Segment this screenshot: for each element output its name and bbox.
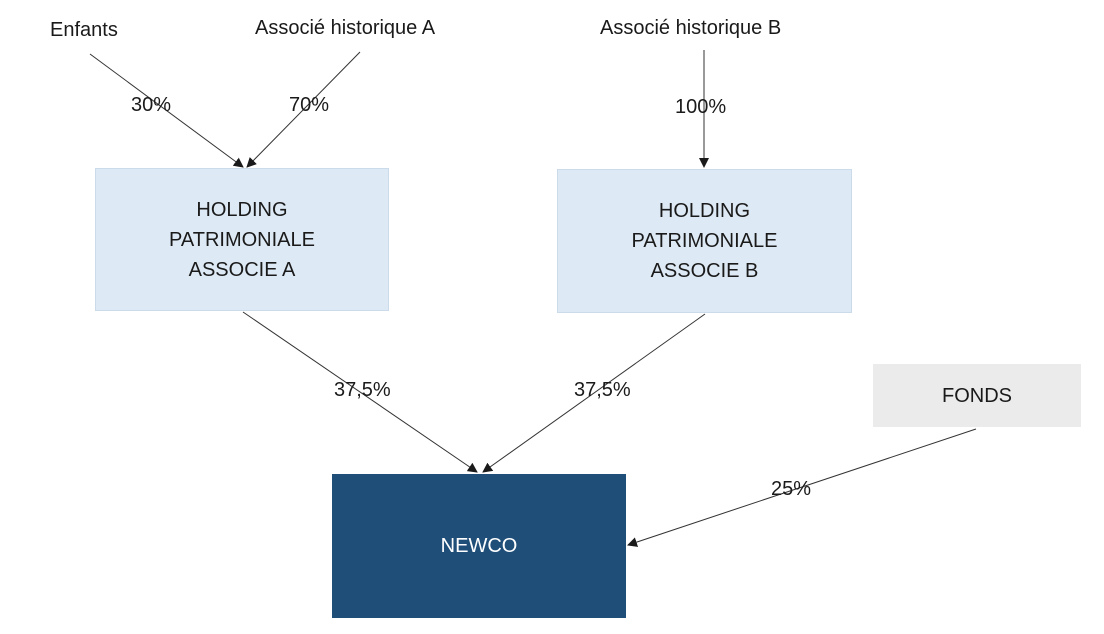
edge-label-associe-b-100: 100% [675,96,727,118]
edge-label-fonds-25: 25% [771,478,812,500]
node-enfants: Enfants [50,19,118,41]
edge-label-holding-a-37-5: 37,5% [334,379,391,401]
arrow-holding-b-to-newco [482,313,706,473]
node-holding-patrimoniale-associe-b: HOLDING PATRIMONIALE ASSOCIE B [557,169,852,313]
node-fonds: FONDS [873,364,1081,427]
newco-label: NEWCO [440,535,518,557]
node-associe-historique-a: Associé historique A [255,17,436,39]
edge-label-associe-a-70: 70% [289,94,330,116]
holding-b-label: HOLDING PATRIMONIALE ASSOCIE B [631,200,778,282]
holding-a-label: HOLDING PATRIMONIALE ASSOCIE A [169,198,315,281]
node-associe-historique-b: Associé historique B [600,17,782,39]
arrow-associe-a-to-holding-a [246,51,361,168]
node-holding-patrimoniale-associe-a: HOLDING PATRIMONIALE ASSOCIE A [95,168,389,311]
arrow-fonds-to-newco [627,428,977,547]
edge-label-holding-b-37-5: 37,5% [574,379,631,401]
arrow-holding-a-to-newco [242,311,478,473]
edge-label-enfants-30: 30% [131,94,172,116]
arrow-enfants-to-holding-a [89,53,244,168]
node-newco: NEWCO [332,474,626,618]
fonds-label: FONDS [942,384,1012,407]
